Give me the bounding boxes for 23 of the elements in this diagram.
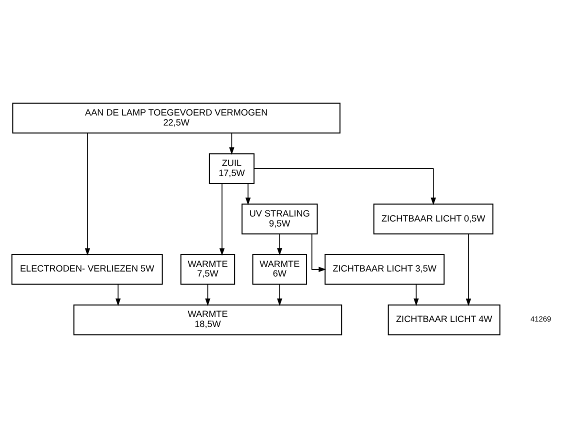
node-box: WARMTE 18,5W [73, 304, 342, 336]
node-box: ELECTRODEN- VERLIEZEN 5W [11, 254, 163, 285]
arrow [115, 284, 121, 306]
node-box: UV STRALING 9,5W [242, 204, 318, 234]
label: 41269 [530, 314, 552, 324]
arrow [466, 233, 472, 306]
arrow [311, 234, 326, 272]
arrow [229, 132, 234, 155]
node-box: AAN DE LAMP TOEGEVOERD VERMOGEN 22,5W [12, 102, 340, 134]
arrow [245, 183, 251, 206]
arrow [219, 183, 225, 256]
node-box: WARMTE 6W [252, 254, 307, 285]
node-box: ZICHTBAAR LICHT 3,5W [324, 254, 445, 285]
arrow [414, 284, 419, 306]
node-box: ZICHTBAAR LICHT 4W [388, 304, 500, 336]
arrow [254, 168, 436, 206]
arrow [205, 284, 210, 306]
arrow [277, 234, 282, 256]
arrow [277, 284, 282, 306]
node-box: ZUIL 17,5W [208, 153, 255, 184]
arrow [84, 132, 90, 256]
node-box: ZICHTBAAR LICHT 0,5W [373, 204, 494, 234]
node-box: WARMTE 7,5W [180, 254, 236, 285]
